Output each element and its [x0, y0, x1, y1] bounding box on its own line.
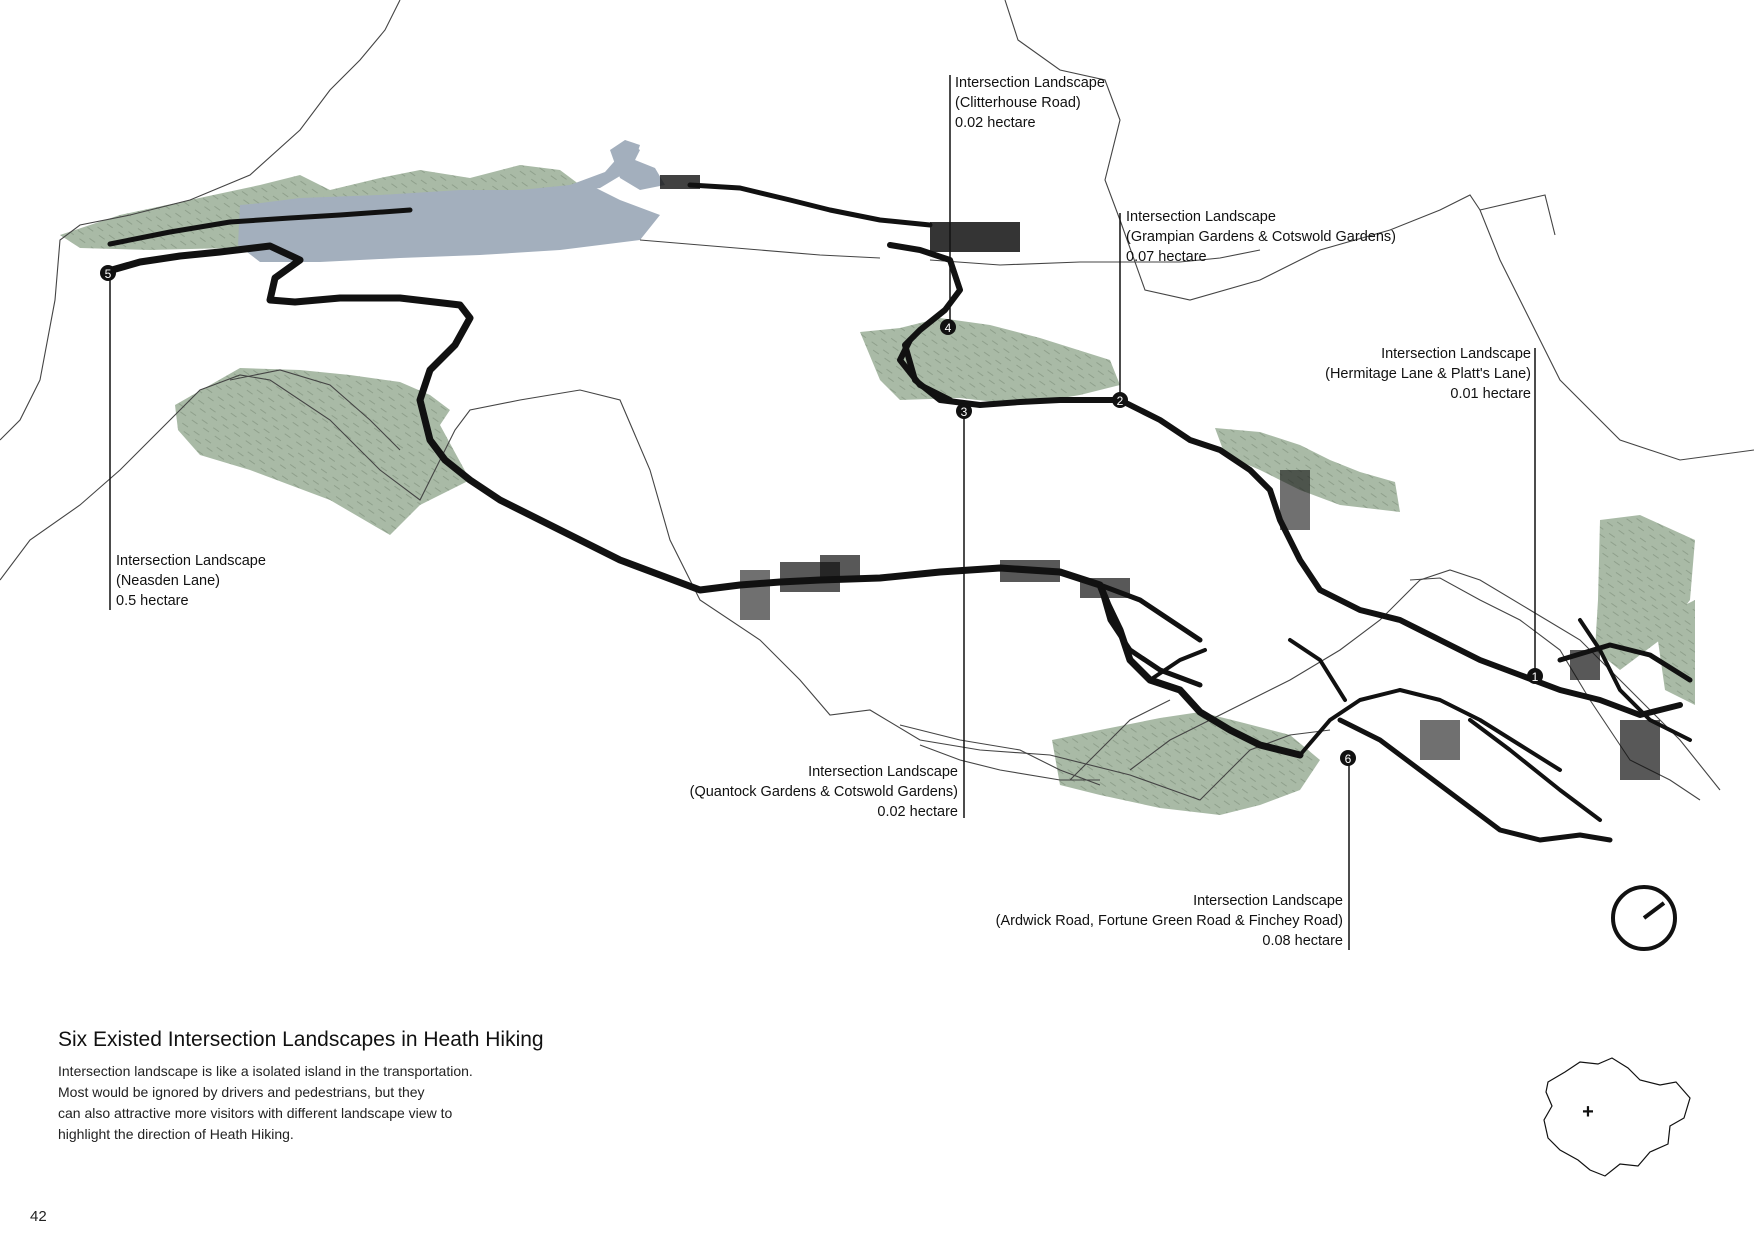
label-4-name: (Clitterhouse Road) — [955, 95, 1081, 111]
leader-lines — [109, 75, 1536, 950]
building-clusters — [660, 175, 1660, 780]
label-3-area: 0.02 hectare — [877, 804, 958, 820]
label-5-name: (Neasden Lane) — [116, 573, 220, 589]
locator-cross: + — [1582, 1101, 1594, 1123]
label-intersection-5: Intersection Landscape (Neasden Lane) 0.… — [116, 551, 266, 611]
label-5-title: Intersection Landscape — [116, 553, 266, 569]
label-1-name: (Hermitage Lane & Platt's Lane) — [1325, 366, 1531, 382]
hiking-route — [101, 182, 1693, 843]
marker-4[interactable]: 4 — [940, 319, 956, 335]
label-6-area: 0.08 hectare — [1262, 933, 1343, 949]
label-intersection-1: Intersection Landscape (Hermitage Lane &… — [1325, 344, 1531, 404]
marker-1-label: 1 — [1532, 670, 1539, 684]
compass-icon — [1611, 885, 1677, 951]
marker-2-label: 2 — [1117, 394, 1124, 408]
boundary-lines — [0, 0, 1754, 801]
label-6-title: Intersection Landscape — [1193, 893, 1343, 909]
marker-3[interactable]: 3 — [956, 403, 972, 419]
marker-4-label: 4 — [945, 321, 952, 335]
label-2-name: (Grampian Gardens & Cotswold Gardens) — [1126, 229, 1396, 245]
label-4-area: 0.02 hectare — [955, 115, 1036, 131]
description-line-4: highlight the direction of Heath Hiking. — [58, 1126, 294, 1142]
label-5-area: 0.5 hectare — [116, 593, 189, 609]
label-1-area: 0.01 hectare — [1450, 386, 1531, 402]
reservoir — [238, 140, 665, 262]
marker-1[interactable]: 1 — [1527, 668, 1543, 684]
label-6-name: (Ardwick Road, Fortune Green Road & Finc… — [995, 913, 1343, 929]
label-3-name: (Quantock Gardens & Cotswold Gardens) — [689, 784, 958, 800]
marker-6-label: 6 — [1345, 752, 1352, 766]
marker-3-label: 3 — [961, 405, 968, 419]
page-title: Six Existed Intersection Landscapes in H… — [58, 1028, 544, 1051]
label-intersection-3: Intersection Landscape (Quantock Gardens… — [690, 762, 958, 822]
page-description: Intersection landscape is like a isolate… — [58, 1061, 538, 1145]
description-line-3: can also attractive more visitors with d… — [58, 1105, 453, 1121]
label-3-title: Intersection Landscape — [808, 764, 958, 780]
green-spaces — [60, 165, 1695, 815]
label-1-title: Intersection Landscape — [1381, 346, 1531, 362]
page-number: 42 — [30, 1208, 47, 1225]
label-2-area: 0.07 hectare — [1126, 249, 1207, 265]
label-2-title: Intersection Landscape — [1126, 209, 1276, 225]
marker-2[interactable]: 2 — [1112, 392, 1128, 408]
london-outline-icon: + — [1543, 1057, 1691, 1177]
marker-5-label: 5 — [105, 267, 112, 281]
description-line-1: Intersection landscape is like a isolate… — [58, 1063, 473, 1079]
description-line-2: Most would be ignored by drivers and ped… — [58, 1084, 425, 1100]
label-intersection-6: Intersection Landscape (Ardwick Road, Fo… — [996, 891, 1343, 951]
marker-6[interactable]: 6 — [1340, 750, 1356, 766]
label-intersection-2: Intersection Landscape (Grampian Gardens… — [1126, 207, 1396, 267]
marker-5[interactable]: 5 — [100, 265, 116, 281]
label-intersection-4: Intersection Landscape (Clitterhouse Roa… — [955, 73, 1105, 133]
label-4-title: Intersection Landscape — [955, 75, 1105, 91]
